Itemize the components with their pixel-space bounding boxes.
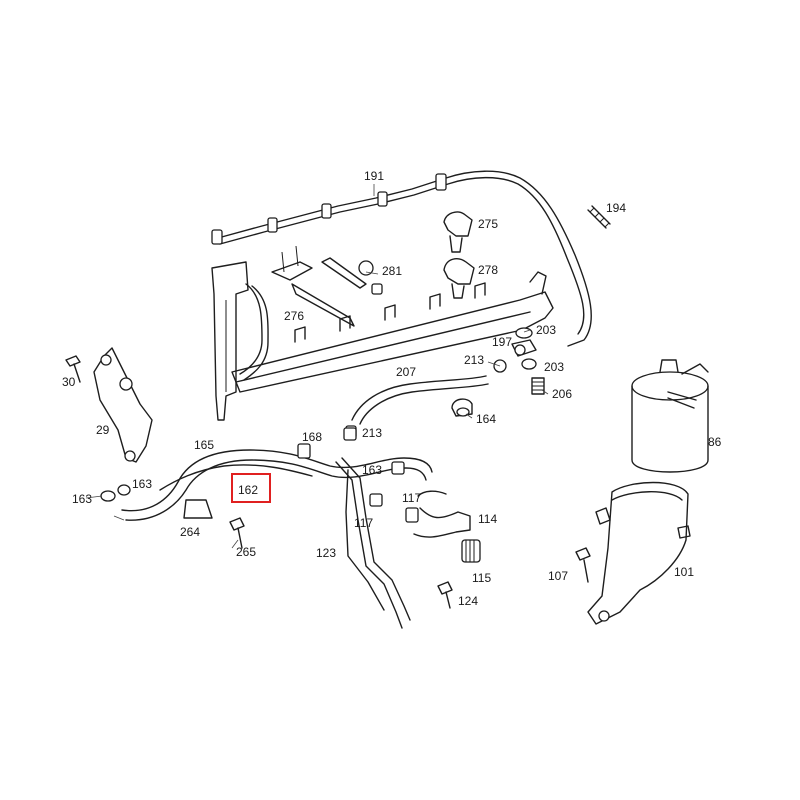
callout-115: 115 [472,571,491,585]
callout-labels: 191 194 275 281 278 276 203 197 213 203 … [62,169,722,608]
callout-206: 206 [552,387,572,401]
callout-123: 123 [316,546,336,560]
callout-107: 107 [548,569,568,583]
callout-278: 278 [478,263,498,277]
callout-164: 164 [476,412,496,426]
callout-30: 30 [62,375,76,389]
fuel-lines-lower [100,427,433,549]
callout-163-center: 163 [362,463,382,477]
callout-197: 197 [492,335,512,349]
callout-203-top: 203 [536,323,556,337]
filter-bracket [575,481,691,625]
right-fittings [451,205,611,417]
fuel-lines-center [335,457,481,629]
fuel-filter [631,359,709,473]
leader-lines [85,184,549,549]
callout-163-left2: 163 [132,477,152,491]
callout-191: 191 [364,169,384,183]
callout-275: 275 [478,217,498,231]
callout-165: 165 [194,438,214,452]
callout-101: 101 [674,565,694,579]
callout-207: 207 [396,365,416,379]
callout-264: 264 [180,525,200,539]
bracket-29 [65,347,153,463]
callout-194: 194 [606,201,626,215]
callout-265: 265 [236,545,256,559]
callout-86: 86 [708,435,722,449]
callout-213-right: 213 [464,353,484,367]
callout-162: 162 [238,483,258,497]
callout-117-right: 117 [402,491,421,505]
callout-168: 168 [302,430,322,444]
callout-213-center: 213 [362,426,382,440]
callout-117-left: 117 [354,516,373,530]
callout-163-left: 163 [72,492,92,506]
callout-124: 124 [458,594,478,608]
callout-29: 29 [96,423,110,437]
callout-281: 281 [382,264,402,278]
highlight-box-162 [231,473,271,503]
callout-276: 276 [284,309,304,323]
callout-114: 114 [478,512,497,526]
callout-203-bottom: 203 [544,360,564,374]
fuel-rail-assembly [211,170,592,421]
